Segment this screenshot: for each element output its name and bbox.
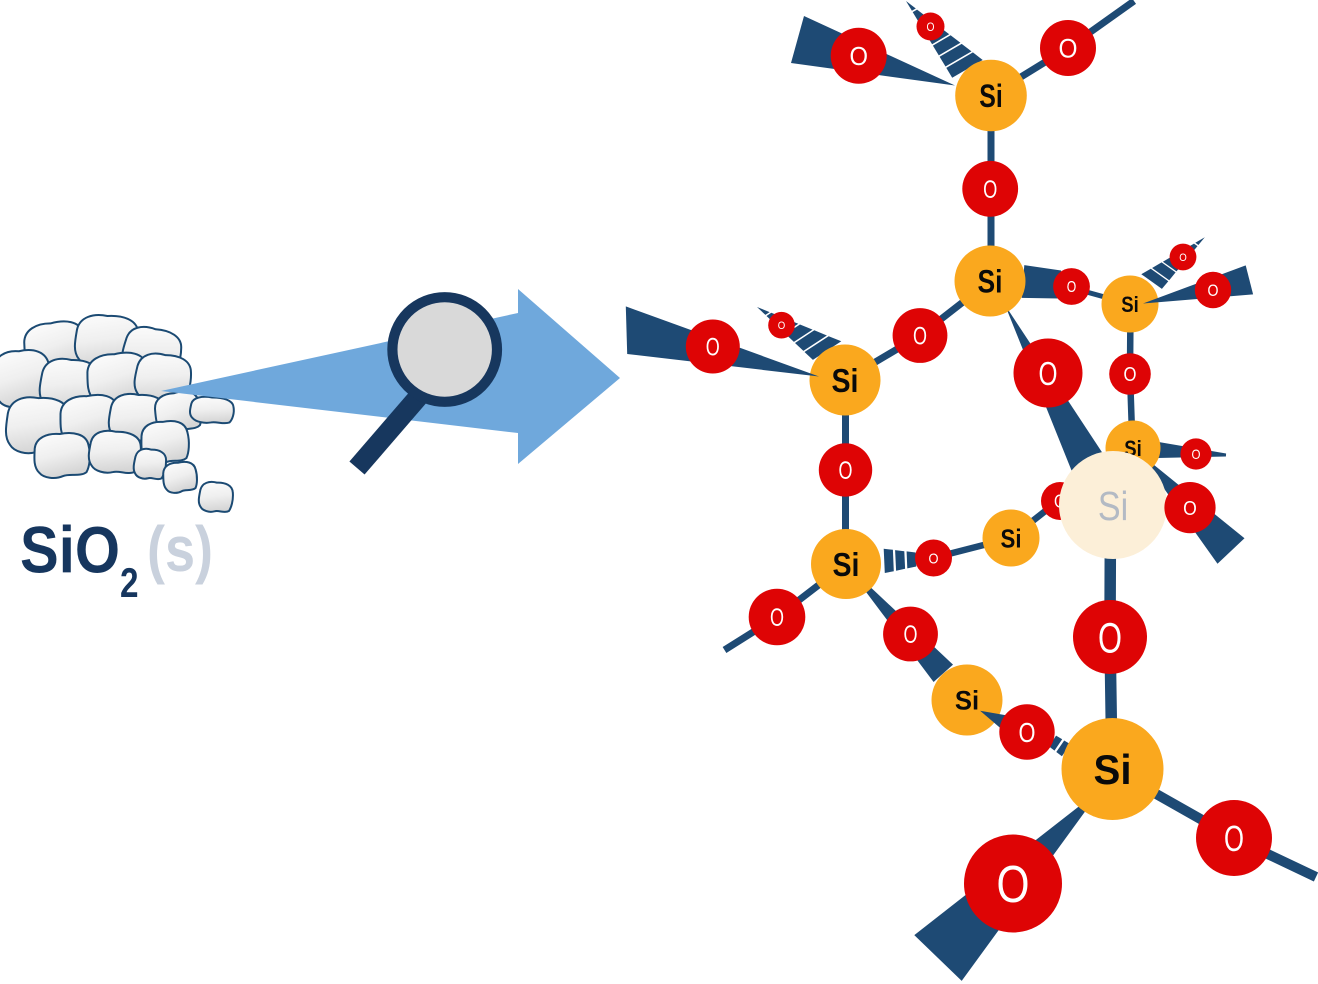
svg-text:Si: Si xyxy=(1001,523,1022,553)
svg-text:Si: Si xyxy=(1098,483,1128,529)
svg-text:O: O xyxy=(778,320,786,332)
svg-text:(s): (s) xyxy=(147,513,213,585)
svg-text:O: O xyxy=(1183,498,1197,520)
svg-text:2: 2 xyxy=(120,559,139,606)
svg-text:O: O xyxy=(1019,717,1036,748)
svg-text:Si: Si xyxy=(832,362,859,399)
svg-text:O: O xyxy=(1224,818,1244,859)
svg-text:O: O xyxy=(929,550,939,567)
svg-text:O: O xyxy=(997,856,1030,914)
svg-text:O: O xyxy=(927,20,935,34)
svg-text:O: O xyxy=(1208,281,1219,300)
svg-text:O: O xyxy=(1098,615,1122,663)
svg-text:Si: Si xyxy=(978,264,1003,300)
svg-text:Si: Si xyxy=(1094,746,1132,793)
svg-text:SiO: SiO xyxy=(20,513,120,587)
svg-text:O: O xyxy=(1179,252,1187,264)
svg-text:O: O xyxy=(904,621,918,649)
svg-text:O: O xyxy=(706,334,720,362)
svg-text:O: O xyxy=(770,604,784,632)
svg-text:O: O xyxy=(983,176,997,204)
svg-text:O: O xyxy=(849,41,868,71)
svg-text:O: O xyxy=(913,323,927,351)
svg-text:Si: Si xyxy=(955,686,979,716)
svg-text:Si: Si xyxy=(1121,292,1139,317)
svg-text:O: O xyxy=(1192,446,1201,462)
svg-text:Si: Si xyxy=(979,78,1003,114)
svg-text:O: O xyxy=(1067,279,1077,296)
svg-text:O: O xyxy=(1059,34,1078,64)
svg-text:O: O xyxy=(1124,364,1137,386)
svg-text:O: O xyxy=(839,457,853,485)
svg-text:Si: Si xyxy=(833,546,860,583)
svg-text:O: O xyxy=(1039,355,1058,392)
